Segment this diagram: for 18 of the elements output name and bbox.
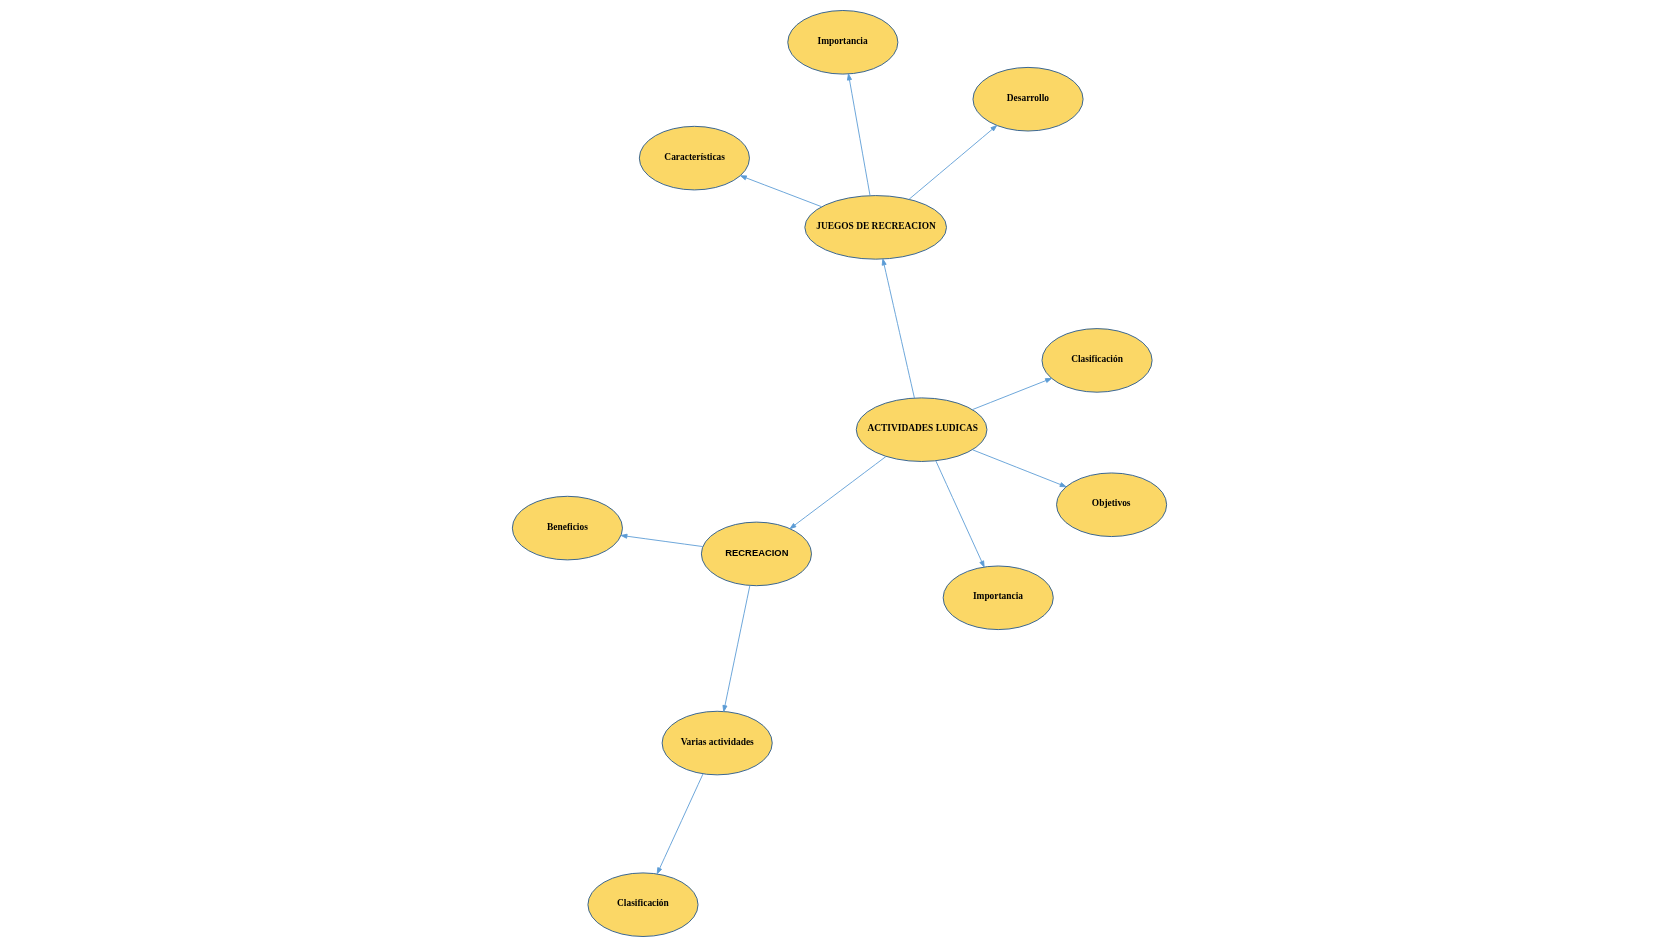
arrow <box>620 533 704 547</box>
node-ellipse: JUEGOS DE RECREACION <box>804 195 947 260</box>
node-ellipse: Varias actividades <box>661 710 773 776</box>
node-ellipse: Clasificación <box>587 872 699 937</box>
node-ellipse: Importancia <box>942 565 1054 631</box>
node-ellipse: ACTIVIDADES LUDICAS <box>855 397 988 462</box>
arrow <box>656 773 704 875</box>
node-ellipse: Importancia <box>787 10 899 75</box>
arrow <box>789 456 887 530</box>
arrow <box>881 258 915 399</box>
arrow <box>972 449 1067 488</box>
arrow <box>908 125 998 200</box>
arrow <box>722 585 751 712</box>
arrow <box>740 175 822 208</box>
node-ellipse: Beneficios <box>511 495 623 561</box>
arrow <box>971 377 1052 411</box>
arrow <box>935 460 985 568</box>
arrow <box>847 73 871 196</box>
